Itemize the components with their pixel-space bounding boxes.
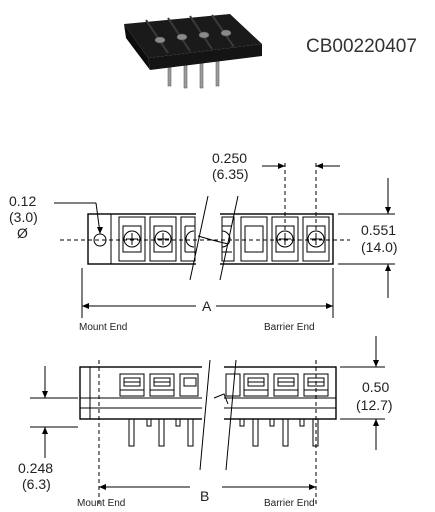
break-line-right <box>219 195 239 281</box>
hole-dia-inch: 0.12 <box>9 193 36 209</box>
top-barrier-end-label: Barrier End <box>264 322 315 333</box>
hole-dia-symbol: Ø <box>17 225 28 241</box>
top-height-inch: 0.551 <box>361 222 396 238</box>
top-view: 0.12 (3.0) Ø 0.250 (6.35) 0.551 (14.0) A… <box>9 150 398 333</box>
side-break-right <box>225 359 237 471</box>
break-line-left <box>189 195 209 281</box>
side-break-left <box>199 359 211 471</box>
side-view: 0.248 (6.3) 0.50 (12.7) B Mount End Barr… <box>18 336 393 509</box>
side-mount-end-label: Mount End <box>77 498 125 509</box>
pin-length-inch: 0.248 <box>18 460 53 476</box>
pitch-mm: (6.35) <box>212 166 249 182</box>
side-height-inch: 0.50 <box>362 379 389 395</box>
length-b-label: B <box>200 488 209 504</box>
top-mount-end-label: Mount End <box>79 322 127 333</box>
side-barrier-end-label: Barrier End <box>264 498 315 509</box>
side-height-mm: (12.7) <box>356 397 393 413</box>
product-photo <box>124 14 262 89</box>
pitch-inch: 0.250 <box>212 150 247 166</box>
length-a-label: A <box>202 298 212 314</box>
pin-length-mm: (6.3) <box>22 476 51 492</box>
terminal-cells <box>118 216 330 262</box>
hole-dia-mm: (3.0) <box>9 209 38 225</box>
top-height-mm: (14.0) <box>361 239 398 255</box>
part-number: CB00220407 <box>306 36 417 57</box>
